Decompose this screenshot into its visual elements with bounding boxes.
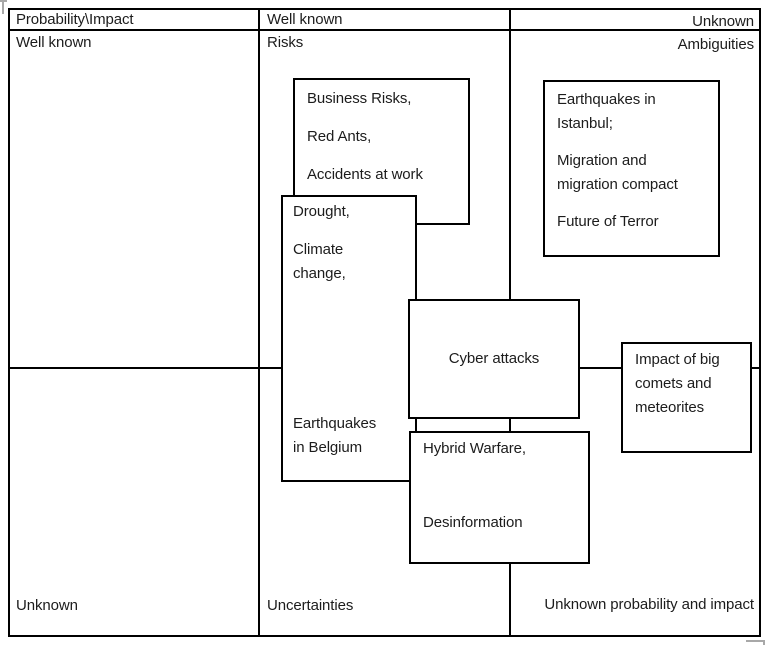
table-header-divider [8,29,761,31]
table-column-divider-1 [258,8,260,637]
textbox-line: Desinformation [423,514,523,531]
textbox-line: Migration and migration compact [557,152,678,193]
textbox-line: Earthquakes in Istanbul; [557,91,656,132]
cell-unknown-probability-impact: Unknown probability and impact [544,596,754,613]
textbox-line: Drought, [293,203,350,220]
textbox-drought-climate: Drought, Climate change, Earthquakes in … [281,195,417,482]
textbox-line: Hybrid Warfare, [423,440,526,457]
row-label-unknown: Unknown [16,597,78,614]
cell-ambiguities: Ambiguities [677,36,755,53]
textbox-ambiguities-examples: Earthquakes in Istanbul; Migration and m… [543,80,720,257]
textbox-line: Earthquakes in Belgium [293,415,377,456]
header-well-known: Well known [267,11,343,28]
row-label-well-known: Well known [16,34,92,51]
header-probability-impact: Probability\Impact [16,11,134,28]
cell-risks: Risks [267,34,304,51]
textbox-line: Accidents at work [307,166,423,183]
textbox-line: Red Ants, [307,128,372,145]
textbox-line: Cyber attacks [448,350,540,367]
header-unknown: Unknown [692,13,754,30]
textbox-cyber-attacks: Cyber attacks [408,299,580,419]
textbox-line: Climate change, [293,241,346,282]
table-move-handle[interactable] [2,0,4,14]
cell-uncertainties: Uncertainties [267,597,354,614]
matrix-table-border [8,8,761,637]
textbox-comets-meteorites: Impact of big comets and meteorites [621,342,752,453]
textbox-hybrid-warfare: Hybrid Warfare, Desinformation [409,431,590,564]
textbox-line: Business Risks, [307,90,412,107]
table-resize-handle[interactable] [763,640,765,645]
textbox-line: Future of Terror [557,213,659,230]
textbox-line: Impact of big comets and meteorites [635,351,720,416]
table-resize-handle[interactable] [746,640,765,642]
